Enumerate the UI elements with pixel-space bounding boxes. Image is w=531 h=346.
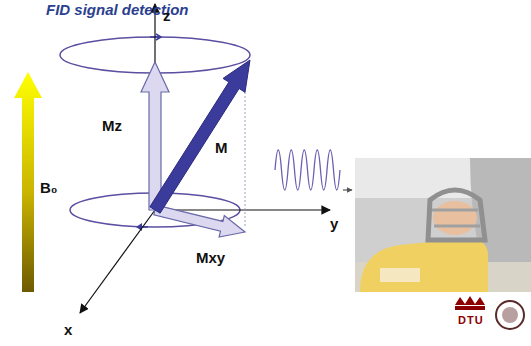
mri-photo xyxy=(355,158,531,292)
vector-label: Mxy xyxy=(196,250,225,267)
mxy-vector xyxy=(154,205,245,237)
field-label: B₀ xyxy=(40,180,58,197)
axis-label: x xyxy=(64,322,72,339)
projection-line xyxy=(245,72,246,228)
y-axis xyxy=(155,209,330,210)
axis-label: z xyxy=(163,8,171,25)
logo-text: DTU xyxy=(458,314,484,326)
university-logo xyxy=(455,296,524,329)
fid-signal xyxy=(275,150,340,190)
vector-label: Mz xyxy=(102,118,122,135)
vector-label: M xyxy=(215,140,228,157)
axis-label: y xyxy=(330,216,338,233)
b0-arrow xyxy=(14,72,42,292)
m-vector xyxy=(150,60,250,213)
x-axis xyxy=(80,210,155,313)
signal-arrow xyxy=(343,189,352,190)
